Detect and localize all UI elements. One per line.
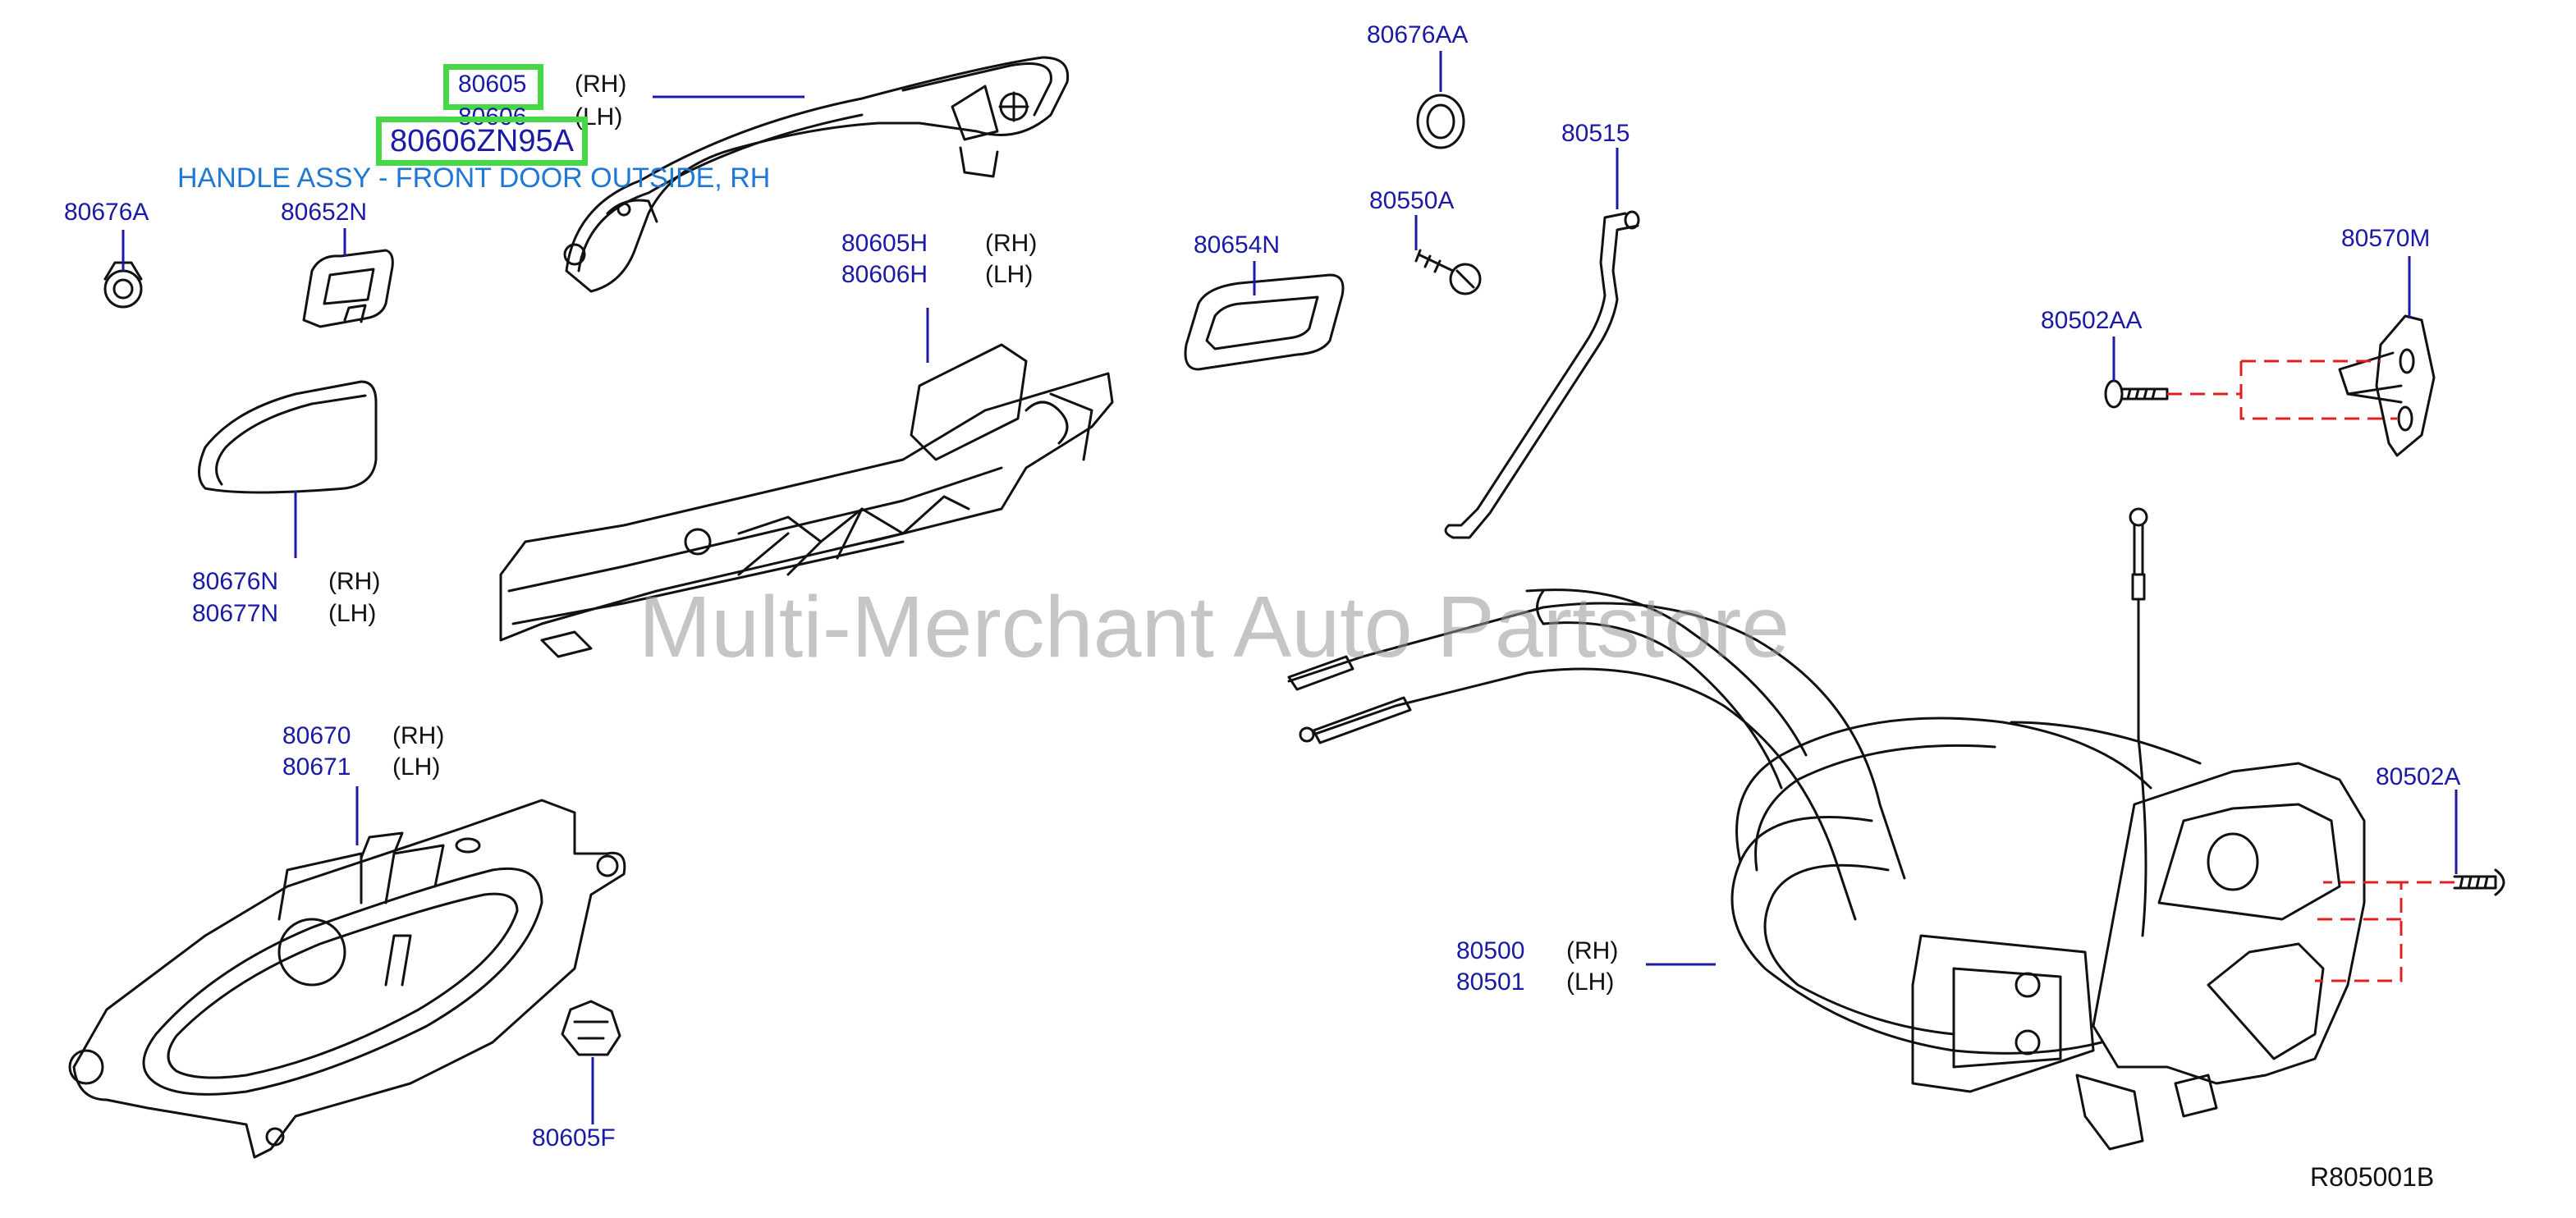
clip-80605f-drawing bbox=[561, 1000, 621, 1056]
callout-80676a[interactable]: 80676A bbox=[64, 199, 149, 226]
rod-80515-drawing bbox=[1444, 210, 1640, 539]
callout-80502a[interactable]: 80502A bbox=[2376, 763, 2461, 790]
callout-80606h-lh[interactable]: 80606H bbox=[841, 261, 928, 288]
gasket-80652n-drawing bbox=[302, 249, 394, 328]
callout-80677n-lh[interactable]: 80677N bbox=[192, 600, 279, 627]
callout-80501-lh[interactable]: 80501 bbox=[1456, 968, 1525, 996]
callout-80677n-lh-tag: (LH) bbox=[328, 600, 377, 627]
callout-80501-lh-tag: (LH) bbox=[1566, 968, 1615, 996]
callout-80550a[interactable]: 80550A bbox=[1369, 187, 1455, 214]
callout-80676aa[interactable]: 80676AA bbox=[1367, 21, 1469, 48]
callout-80606h-lh-tag: (LH) bbox=[985, 261, 1034, 288]
selected-part-description: HANDLE ASSY - FRONT DOOR OUTSIDE, RH bbox=[177, 163, 771, 194]
callout-80652n[interactable]: 80652N bbox=[281, 199, 368, 226]
callout-80605f[interactable]: 80605F bbox=[532, 1124, 616, 1152]
callout-80500-rh[interactable]: 80500 bbox=[1456, 937, 1525, 964]
handle-frame-80605h-drawing bbox=[499, 343, 1114, 658]
callout-80671-lh[interactable]: 80671 bbox=[282, 753, 351, 781]
cap-80676n-drawing bbox=[198, 380, 378, 494]
inside-handle-80670-drawing bbox=[68, 799, 626, 1159]
callout-80515[interactable]: 80515 bbox=[1561, 120, 1630, 147]
callout-80570m[interactable]: 80570M bbox=[2341, 225, 2431, 252]
callout-80676n-rh[interactable]: 80676N bbox=[192, 568, 279, 595]
gasket-80654n-drawing bbox=[1184, 273, 1345, 371]
callout-80671-lh-tag: (LH) bbox=[392, 753, 441, 781]
callout-80670-rh[interactable]: 80670 bbox=[282, 722, 351, 749]
drawing-code: R805001B bbox=[2310, 1162, 2435, 1192]
callout-80605-rh[interactable]: 80605 bbox=[458, 71, 527, 98]
leader-lines bbox=[121, 51, 2458, 1124]
callout-80654n[interactable]: 80654N bbox=[1194, 231, 1281, 259]
highlight-box-80605 bbox=[443, 64, 543, 110]
callout-80670-rh-tag: (RH) bbox=[392, 722, 445, 749]
callout-80605h-rh[interactable]: 80605H bbox=[841, 230, 928, 257]
door-lock-80500-drawing bbox=[1287, 507, 2366, 1151]
selected-part-number[interactable]: 80606ZN95A bbox=[376, 117, 588, 166]
striker-80570m-drawing bbox=[2338, 314, 2436, 457]
bolt-80502aa-drawing bbox=[2104, 379, 2169, 409]
screw-80550a-drawing bbox=[1414, 249, 1482, 295]
outside-handle-drawing bbox=[563, 56, 1070, 293]
callout-80605h-rh-tag: (RH) bbox=[985, 230, 1038, 257]
reference-dashed-lines bbox=[2167, 359, 2455, 982]
watermark: Multi-Merchant Auto Partstore bbox=[639, 579, 1790, 675]
callout-80500-rh-tag: (RH) bbox=[1566, 937, 1619, 964]
callout-80502aa[interactable]: 80502AA bbox=[2041, 307, 2143, 334]
bolt-80502a-drawing bbox=[2453, 868, 2505, 896]
callout-80676n-rh-tag: (RH) bbox=[328, 568, 381, 595]
callout-80605-rh-tag: (RH) bbox=[575, 71, 627, 98]
grommet-80676aa-drawing bbox=[1416, 94, 1465, 149]
